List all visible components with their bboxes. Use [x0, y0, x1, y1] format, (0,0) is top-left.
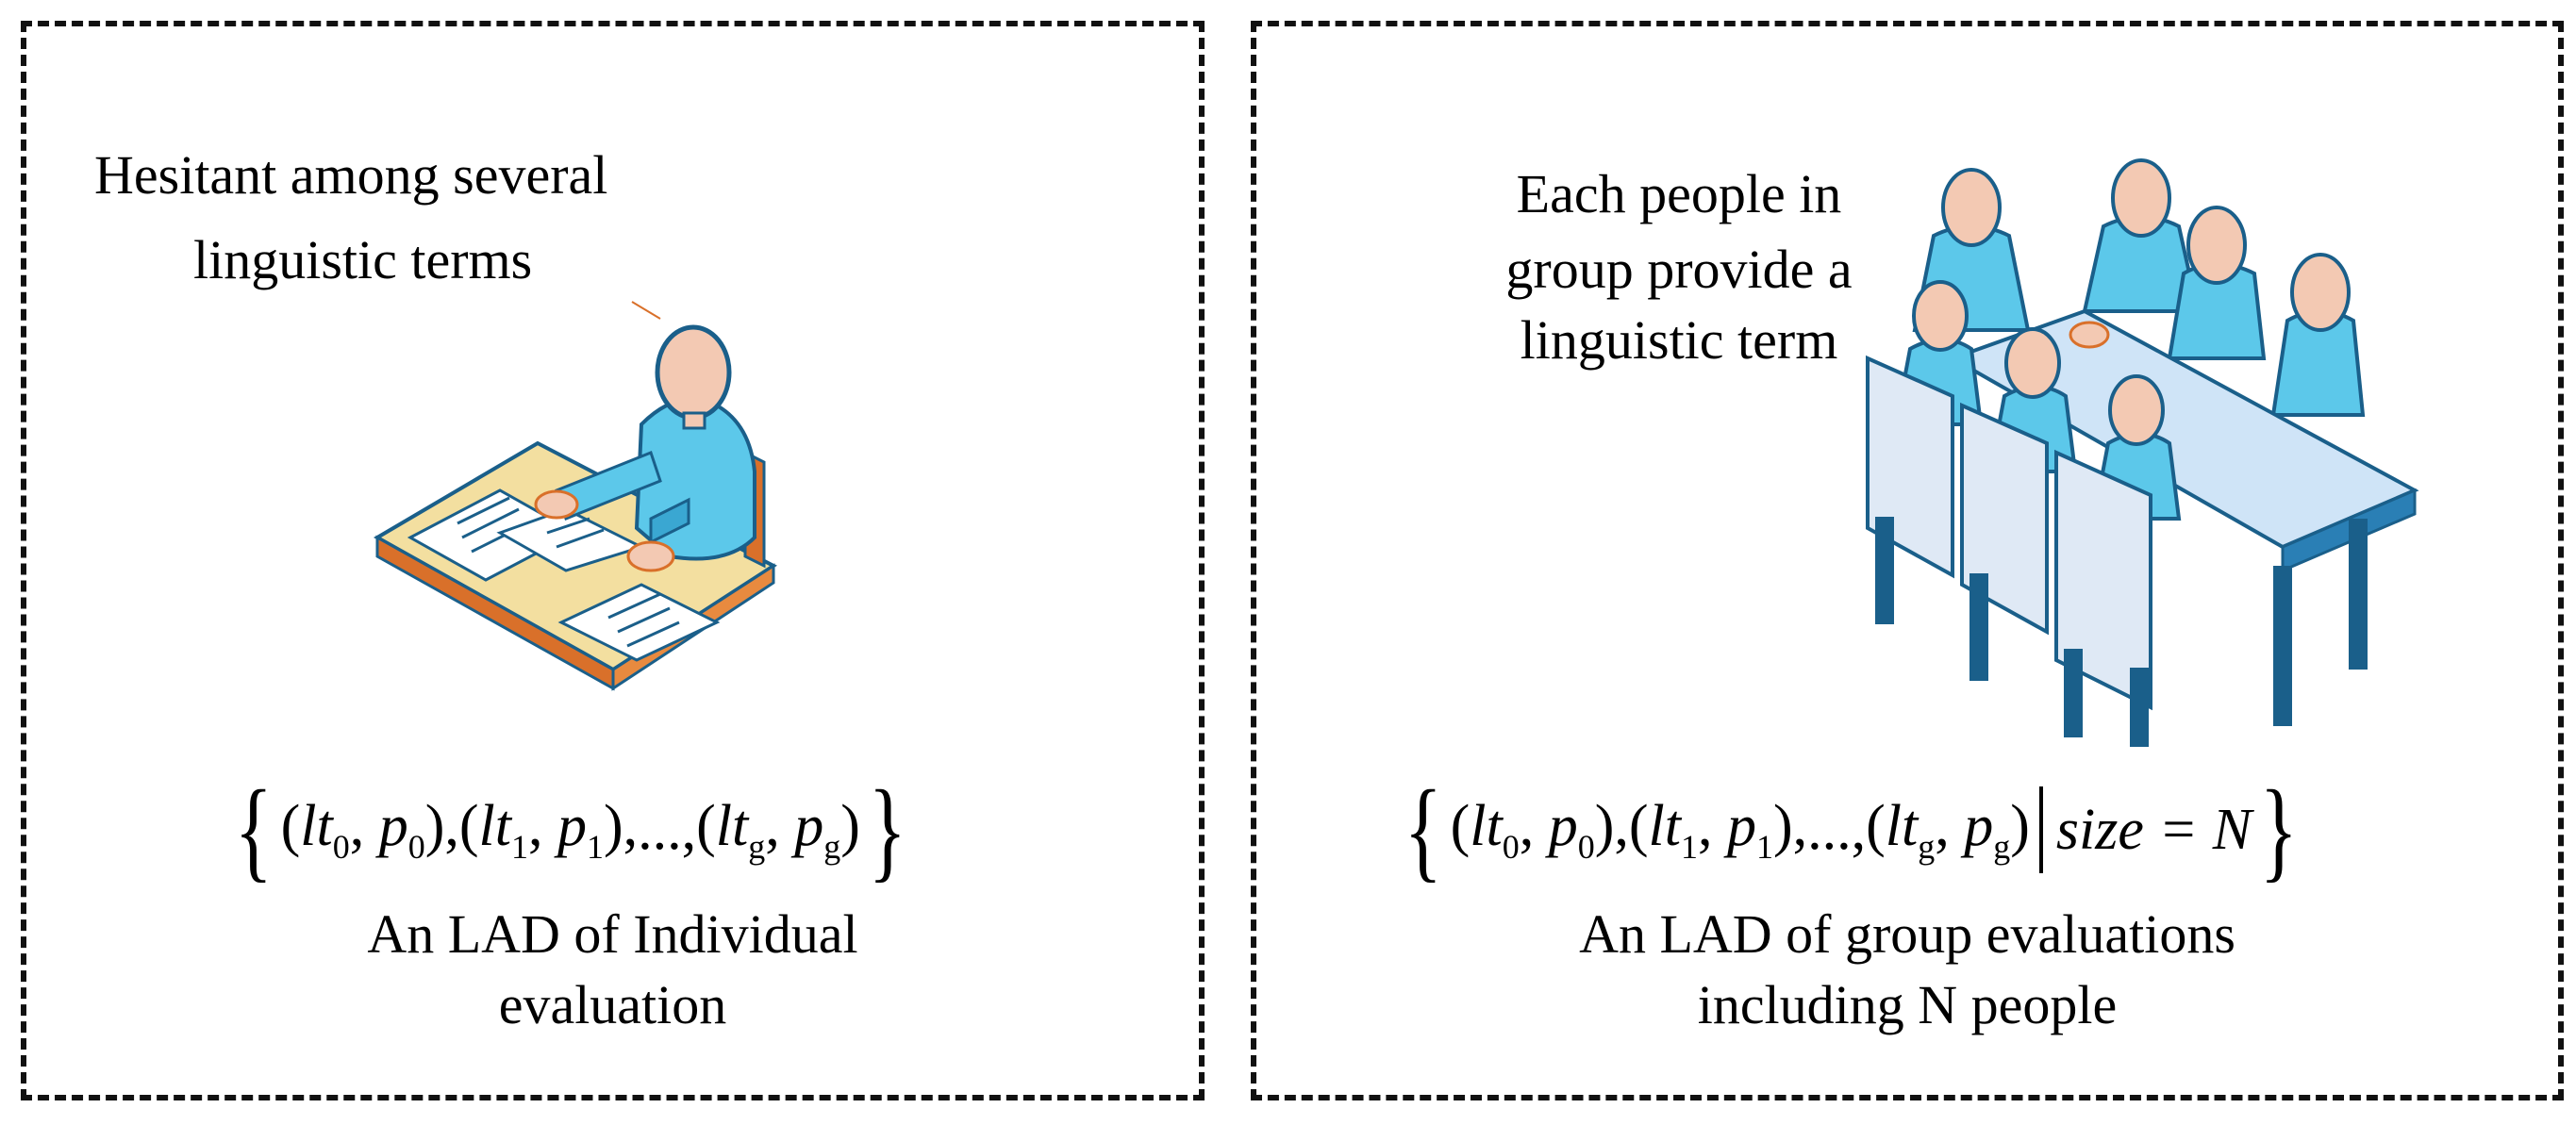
individual-title-line-1: An LAD of Individual	[367, 903, 858, 965]
individual-evaluation-panel	[21, 21, 1205, 1100]
group-title-line-1: An LAD of group evaluations	[1579, 903, 2235, 965]
individual-caption-line-1: Hesitant among several	[94, 144, 608, 206]
formula-close-brace: }	[2259, 767, 2299, 892]
individual-lad-formula: { (lt0, p0), (lt1, p1), ..., (ltg, pg) }	[234, 767, 906, 892]
group-caption-line-1: Each people in	[1516, 163, 1842, 224]
individual-title-line-2: evaluation	[498, 974, 727, 1035]
group-evaluation-panel	[1251, 21, 2564, 1100]
formula-condition-bar	[2038, 786, 2043, 873]
group-title-line-2: including N people	[1697, 974, 2118, 1035]
formula-open-brace: {	[1404, 767, 1442, 892]
group-caption-line-2: group provide a	[1505, 239, 1853, 300]
formula-close-brace: }	[868, 767, 906, 892]
person-at-desk-icon	[373, 301, 777, 691]
formula-open-brace: {	[234, 767, 273, 892]
group-caption-line-3: linguistic term	[1520, 309, 1838, 371]
individual-caption-line-2: linguistic terms	[193, 229, 533, 290]
formula-condition: size = N	[2055, 797, 2252, 862]
group-meeting-icon	[1866, 158, 2419, 747]
group-lad-formula: { (lt0, p0), (lt1, p1), ..., (ltg, pg) s…	[1404, 767, 2299, 892]
